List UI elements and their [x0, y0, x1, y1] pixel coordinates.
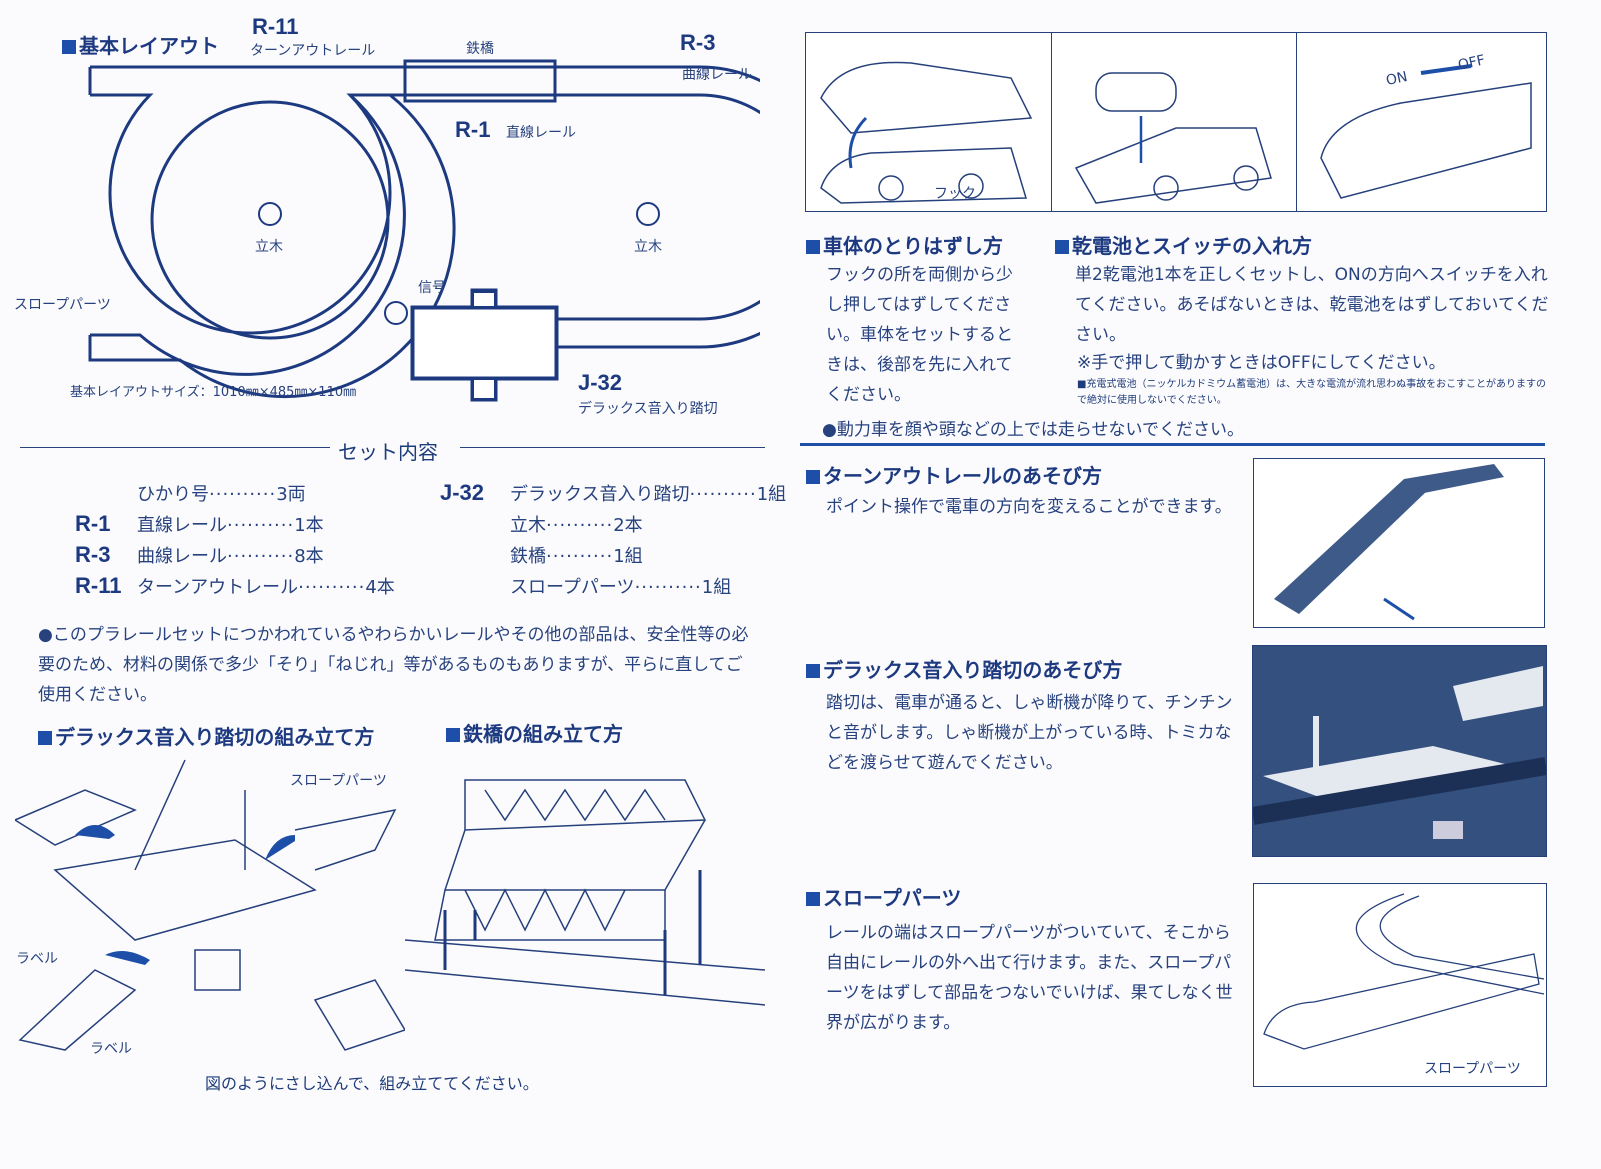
leader-dots: ·········· — [227, 515, 295, 536]
contents-item: 立木··········2本 — [440, 511, 643, 537]
contents-item: R-3 曲線レール··········8本 — [75, 542, 324, 568]
item-qty: 2本 — [613, 515, 643, 536]
r3-code: R-3 — [680, 30, 716, 55]
bridge-label: 鉄橋 — [466, 41, 494, 57]
slope-label: スロープパーツ — [14, 297, 111, 313]
contents-item: R-1 直線レール··········1本 — [75, 511, 324, 537]
tree-right-label: 立木 — [634, 239, 662, 255]
item-qty: 1組 — [701, 577, 732, 598]
leader-dots: ·········· — [634, 577, 702, 598]
leader-dots: ·········· — [209, 484, 277, 505]
assembly-caption: 図のようにさし込んで、組み立ててください。 — [205, 1074, 539, 1093]
r1-code: R-1 — [455, 117, 491, 142]
item-code: R-3 — [75, 542, 111, 567]
track-layout-diagram — [88, 59, 760, 402]
softness-note: ●このプラレールセットにつかわれているやわらかいレールやその他の部品は、安全性等… — [38, 625, 749, 705]
bridge-assembly-illustration — [405, 779, 765, 1006]
slope-heading: スロープパーツ — [806, 882, 961, 911]
battery-heading: 乾電池とスイッチの入れ方 — [1055, 230, 1312, 259]
label-sticker-2: ラベル — [90, 1041, 132, 1057]
layout-heading: 基本レイアウト — [62, 30, 219, 59]
item-name: 立木 — [510, 515, 546, 536]
item-qty: 1組 — [613, 546, 643, 567]
body-removal-text: フックの所を両側から少し押してはずしてください。車体をセットするときは、後部を先… — [826, 265, 1013, 405]
j32-code: J-32 — [578, 370, 623, 395]
battery-note: ※手で押して動かすときはOFFにしてください。 — [1077, 353, 1446, 373]
item-qty: 4本 — [365, 577, 395, 598]
turnout-text: ポイント操作で電車の方向を変えることができます。 — [826, 497, 1232, 517]
leader-dots: ·········· — [546, 546, 614, 567]
item-code: R-11 — [75, 573, 122, 598]
item-name: 曲線レール — [137, 546, 227, 567]
battery-illustration — [1074, 72, 1272, 204]
contents-heading: セット内容 — [338, 440, 438, 464]
divider — [20, 447, 330, 448]
leader-dots: ·········· — [689, 484, 757, 505]
signal-label: 信号 — [418, 280, 446, 296]
contents-item: J-32 デラックス音入り踏切··········1組 — [440, 480, 786, 506]
divider — [460, 447, 765, 448]
r11-name: ターンアウトレール — [250, 43, 376, 59]
item-qty: 1本 — [294, 515, 324, 536]
tree-left-label: 立木 — [255, 239, 283, 255]
crossing-play-text: 踏切は、電車が通ると、しゃ断機が降りて、チンチンと音がします。しゃ断機が上がって… — [826, 693, 1233, 773]
slope-photo: スロープパーツ — [1253, 883, 1547, 1087]
divider — [1296, 33, 1297, 211]
r1-name: 直線レール — [506, 125, 576, 141]
item-qty: 1組 — [756, 484, 787, 505]
battery-warning: ■充電式電池（ニッケルカドミウム蓄電池）は、大きな電流が流れ思わぬ事故をおこすこ… — [1077, 379, 1546, 406]
label-sticker-1: ラベル — [16, 951, 58, 967]
item-code: R-1 — [75, 511, 111, 536]
slope-photo-label: スロープパーツ — [1424, 1061, 1521, 1077]
item-code: J-32 — [440, 480, 485, 505]
bridge-assembly-heading: 鉄橋の組み立て方 — [446, 718, 623, 747]
slope-parts-label: スロープパーツ — [290, 773, 387, 789]
leader-dots: ·········· — [546, 515, 614, 536]
item-name: スロープパーツ — [510, 577, 635, 598]
item-qty: 8本 — [294, 546, 324, 567]
instruction-panels: フック ON OFF — [805, 32, 1547, 212]
item-name: 鉄橋 — [510, 546, 546, 567]
leader-dots: ·········· — [227, 546, 295, 567]
turnout-photo — [1253, 458, 1545, 628]
crossing-play-heading: デラックス音入り踏切のあそび方 — [806, 654, 1122, 683]
turnout-heading: ターンアウトレールのあそび方 — [806, 460, 1102, 489]
crossing-assembly-heading: デラックス音入り踏切の組み立て方 — [38, 721, 374, 750]
item-qty: 3両 — [276, 484, 306, 505]
caution-note: ●動力車を顔や頭などの上では走らせないでください。 — [822, 420, 1244, 440]
contents-item: ひかり号··········3両 — [75, 480, 306, 506]
item-name: ひかり号 — [137, 484, 209, 505]
divider — [800, 443, 1545, 446]
divider — [1051, 33, 1052, 211]
layout-size: 基本レイアウトサイズ：1010㎜×485㎜×110㎜ — [70, 385, 357, 400]
r3-name: 曲線レール — [682, 67, 752, 83]
item-name: ターンアウトレール — [137, 577, 299, 598]
r11-code: R-11 — [252, 14, 299, 39]
crossing-photo — [1252, 645, 1547, 857]
switch-illustration — [1320, 64, 1532, 199]
item-name: 直線レール — [137, 515, 227, 536]
slope-text: レールの端はスロープパーツがついていて、そこから自由にレールの外へ出て行けます。… — [826, 923, 1233, 1033]
item-name: デラックス音入り踏切 — [510, 484, 690, 505]
body-removal-heading: 車体のとりはずし方 — [806, 230, 1003, 259]
contents-item: R-11 ターンアウトレール··········4本 — [75, 573, 395, 599]
body-removal-illustration — [820, 61, 1033, 204]
j32-name: デラックス音入り踏切 — [578, 401, 718, 417]
hook-label: フック — [934, 186, 976, 202]
crossing-assembly-illustration — [15, 759, 405, 1051]
contents-item: 鉄橋··········1組 — [440, 542, 643, 568]
leader-dots: ·········· — [298, 577, 366, 598]
contents-item: スロープパーツ··········1組 — [440, 573, 731, 599]
battery-text: 単2乾電池1本を正しくセットし、ONの方向へスイッチを入れてください。あそばない… — [1075, 265, 1549, 345]
